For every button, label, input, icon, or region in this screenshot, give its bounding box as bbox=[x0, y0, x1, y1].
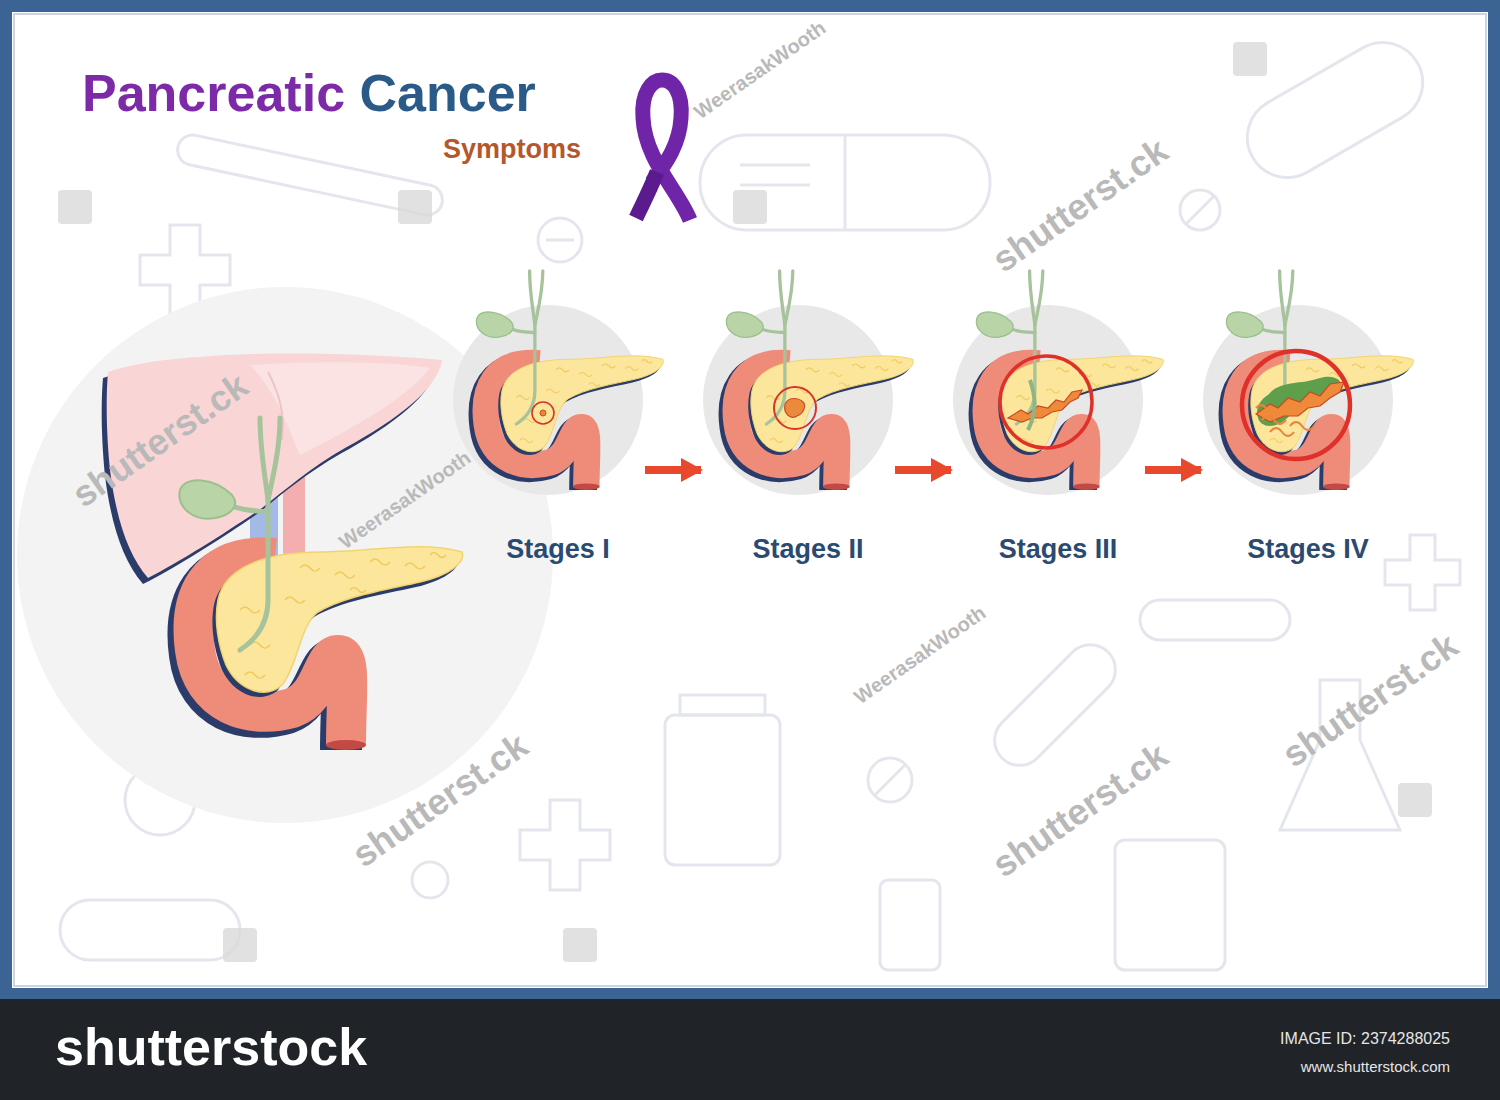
subtitle: Symptoms bbox=[443, 134, 581, 165]
tumor-stage-three bbox=[1000, 356, 1092, 448]
background-doodles bbox=[1140, 600, 1290, 640]
tumor-stage-three bbox=[1000, 356, 1092, 448]
watermark-text: shutterst.ck bbox=[345, 725, 536, 876]
bottom-bar bbox=[0, 999, 1500, 1100]
background-doodles bbox=[665, 715, 780, 865]
background-doodles bbox=[680, 695, 765, 715]
watermark-squares bbox=[223, 928, 257, 962]
tumor-stage-one bbox=[540, 410, 546, 416]
watermark-squares bbox=[58, 190, 92, 224]
background-doodles bbox=[1115, 840, 1225, 970]
stage-arrow bbox=[1145, 466, 1201, 474]
background-doodles bbox=[412, 862, 448, 898]
stage-organs bbox=[976, 271, 1163, 490]
background-doodles bbox=[740, 164, 810, 167]
watermark-squares bbox=[1233, 42, 1267, 76]
background-doodles bbox=[1233, 28, 1438, 192]
tumor-stage-one bbox=[532, 402, 554, 424]
stage-label: Stages I bbox=[506, 533, 610, 565]
tumor-stage-four bbox=[1242, 351, 1350, 459]
connectors bbox=[645, 469, 1201, 470]
background-doodles bbox=[60, 28, 1460, 970]
watermark-squares bbox=[1398, 783, 1432, 817]
frame-inner bbox=[14, 14, 1486, 986]
background-doodles bbox=[60, 900, 240, 960]
stage-label: Stages II bbox=[752, 533, 863, 565]
tumor-stage-two bbox=[785, 399, 805, 418]
tumor-stage-four bbox=[1256, 405, 1314, 436]
tumor-stage-four bbox=[1262, 416, 1286, 424]
stage-organs bbox=[726, 271, 913, 490]
background-doodles bbox=[546, 239, 574, 242]
awareness-ribbon bbox=[636, 80, 690, 220]
watermark-text: shutterst.ck bbox=[985, 130, 1176, 281]
watermark-squares bbox=[563, 928, 597, 962]
watermark-text: WeerasakWooth bbox=[335, 446, 475, 554]
background-doodles bbox=[1180, 190, 1220, 230]
awareness-ribbon bbox=[636, 172, 657, 218]
title-text: Pancreatic Cancer bbox=[82, 64, 536, 124]
background-doodles bbox=[538, 218, 582, 262]
background-doodles bbox=[844, 135, 847, 230]
tumor-stage-four bbox=[1242, 351, 1350, 459]
stage-organs bbox=[1226, 271, 1413, 490]
site-url: www.shutterstock.com bbox=[1301, 1058, 1450, 1075]
background-doodles bbox=[1385, 535, 1460, 610]
stage-arrow bbox=[895, 466, 951, 474]
background-doodles bbox=[880, 880, 940, 970]
watermark-text: WeerasakWooth bbox=[690, 16, 830, 124]
stage-arrow bbox=[645, 466, 701, 474]
tumor-stage-four bbox=[1290, 422, 1314, 430]
watermark-text: shutterst.ck bbox=[65, 365, 256, 516]
image-id: IMAGE ID: 2374288025 bbox=[1280, 1030, 1450, 1048]
background-doodles bbox=[868, 758, 912, 802]
tumor-stage-four bbox=[1270, 428, 1294, 436]
tumor-stage-four bbox=[1256, 405, 1266, 408]
tumor-stage-one bbox=[532, 402, 554, 424]
stage-organs bbox=[476, 271, 663, 490]
background-doodles bbox=[520, 800, 610, 890]
background-doodles bbox=[700, 135, 990, 230]
stage-label: Stages III bbox=[999, 533, 1118, 565]
tumor-stage-two bbox=[774, 387, 816, 429]
watermark-text: shutterst.ck bbox=[1275, 625, 1466, 776]
logo-text: shutterstock bbox=[55, 1018, 367, 1078]
watermark-squares bbox=[398, 190, 432, 224]
watermark-text: WeerasakWooth bbox=[850, 601, 990, 709]
tumor-stage-two bbox=[774, 387, 816, 429]
tumor-stage-three bbox=[1028, 380, 1035, 430]
stage-label: Stages IV bbox=[1247, 533, 1369, 565]
tumor-stage-three bbox=[1008, 390, 1082, 422]
background-doodles bbox=[874, 764, 906, 796]
background-doodles bbox=[984, 634, 1125, 775]
watermark-squares bbox=[58, 42, 1432, 962]
background-doodles bbox=[1186, 196, 1214, 224]
watermark-text: shutterst.ck bbox=[985, 735, 1176, 886]
background-doodles bbox=[740, 184, 810, 187]
main-illustration bbox=[179, 418, 462, 750]
frame bbox=[6, 6, 1494, 994]
watermark-squares bbox=[733, 190, 767, 224]
